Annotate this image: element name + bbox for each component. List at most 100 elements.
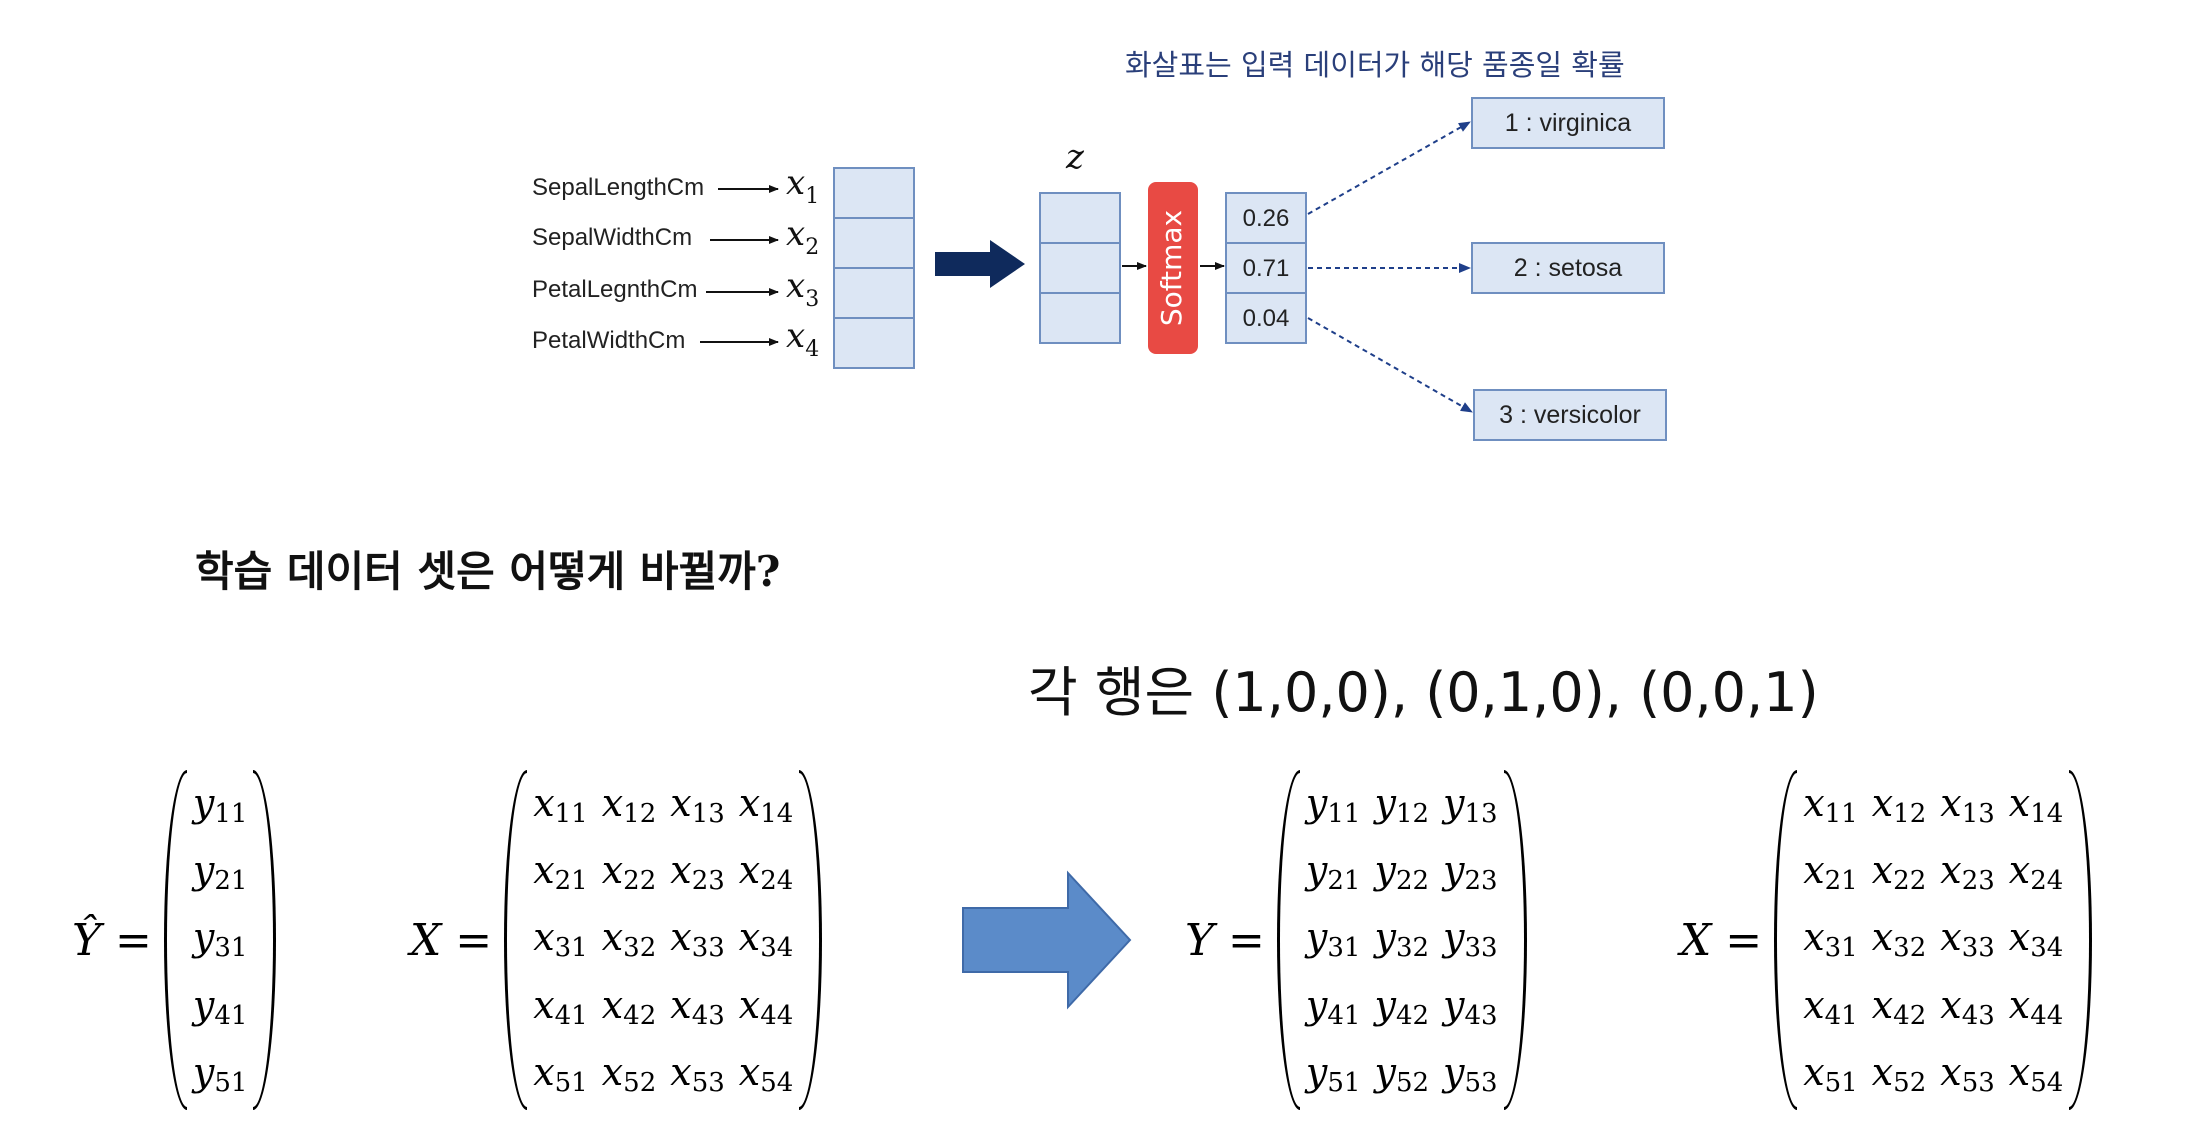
matrix-entry-symbol: x — [2008, 1049, 2031, 1094]
section-heading: 학습 데이터 셋은 어떻게 바뀔까? — [195, 547, 781, 596]
matrix-entry-symbol: y — [1305, 1049, 1328, 1094]
matrix-entry: x44 — [2009, 983, 2064, 1029]
matrix-entry: x34 — [739, 915, 794, 961]
class-link-virginica — [1307, 121, 1471, 215]
matrix-row: y31 — [193, 918, 248, 961]
matrix-entry: x52 — [1871, 1049, 1927, 1096]
input-vector-cell — [833, 217, 915, 269]
matrix-entry-subscript: 44 — [760, 1000, 794, 1031]
matrix-entry: x23 — [1940, 848, 1995, 894]
matrix-entry: x33 — [670, 915, 725, 961]
matrix-entry-symbol: x — [1940, 982, 1962, 1027]
matrix-entry: y52 — [1374, 1050, 1429, 1096]
matrix-entry-symbol: y — [192, 1049, 215, 1094]
class-label-virginica: 1 : virginica — [1505, 109, 1632, 137]
matrix-entry-symbol: x — [1940, 781, 1962, 826]
input-symbol-x4: x4 — [786, 316, 819, 362]
matrix-entry-subscript: 44 — [2030, 1000, 2064, 1031]
matrix-entry-subscript: 42 — [1893, 1000, 1927, 1031]
matrix-entry-subscript: 12 — [1893, 799, 1927, 830]
matrix-entry-symbol: x — [1871, 915, 1894, 960]
matrix-entry: x43 — [1940, 982, 1995, 1029]
matrix-entry-subscript: 31 — [214, 933, 248, 964]
yhat-label: Ŷ = — [72, 914, 152, 966]
matrix-entry-symbol: y — [1305, 781, 1328, 826]
matrix-entry: x54 — [2008, 1049, 2064, 1096]
matrix-entry: x34 — [2008, 915, 2064, 961]
matrix-entry-symbol: y — [1443, 982, 1465, 1027]
matrix-entry: y11 — [1305, 781, 1361, 827]
matrix-entry-subscript: 51 — [1327, 1067, 1361, 1098]
matrix-entry-symbol: x — [1871, 1049, 1894, 1094]
matrix-entry-subscript: 21 — [214, 866, 248, 897]
matrix-entry-subscript: 13 — [1961, 799, 1995, 830]
class-box-setosa — [1471, 242, 1665, 294]
matrix-entry: x11 — [1803, 781, 1858, 827]
matrix-entry: x32 — [1871, 915, 1927, 961]
matrix-entry-symbol: x — [1803, 1049, 1825, 1094]
matrix-entry: x23 — [670, 848, 725, 894]
matrix-entry-subscript: 32 — [1893, 933, 1927, 964]
matrix-entry-symbol: x — [670, 781, 692, 826]
matrix-entry-subscript: 34 — [760, 933, 794, 964]
matrix-entry-subscript: 33 — [691, 933, 725, 964]
matrix-entry-symbol: x — [533, 1049, 555, 1094]
matrix-entry: x53 — [670, 1049, 725, 1096]
matrix-entry-symbol: x — [1803, 848, 1825, 893]
matrix-entry-subscript: 24 — [760, 866, 794, 897]
feature-label-petal-length: PetalLegnthCm — [532, 276, 697, 303]
matrix-entry: x42 — [1872, 983, 1927, 1029]
matrix-entry: x31 — [533, 915, 588, 961]
matrix-entry-symbol: y — [1443, 848, 1465, 893]
matrix-entry: x22 — [602, 848, 657, 894]
matrix-entry: y21 — [193, 848, 248, 894]
matrix-entry-symbol: y — [1374, 848, 1396, 893]
matrix-entry-symbol: x — [1871, 848, 1894, 893]
matrix-entry: x21 — [1803, 848, 1858, 894]
matrix-entry-subscript: 53 — [1464, 1067, 1498, 1098]
matrix-entry-subscript: 41 — [214, 1000, 248, 1031]
matrix-entry-symbol: x — [670, 1049, 692, 1094]
matrix-entry-subscript: 33 — [1961, 933, 1995, 964]
matrix-entry: y21 — [1306, 848, 1361, 894]
matrix-entry-subscript: 12 — [623, 799, 657, 830]
probability-value: 0.26 — [1243, 205, 1290, 232]
matrix-entry-subscript: 43 — [1464, 1000, 1498, 1031]
matrix-entry: x22 — [1871, 848, 1927, 894]
matrix-entry-symbol: x — [601, 915, 624, 960]
matrix-entry: x44 — [739, 983, 794, 1029]
matrix-entry: x13 — [670, 781, 725, 827]
matrix-entry: x24 — [738, 848, 794, 894]
z-vector-cell — [1039, 192, 1121, 244]
matrix-entry: x51 — [533, 1049, 588, 1096]
matrix-entry-subscript: 14 — [760, 799, 794, 830]
matrix-entry-symbol: x — [738, 848, 761, 893]
matrix-entry-subscript: 11 — [554, 799, 588, 830]
feature-label-petal-width: PetalWidthCm — [532, 327, 685, 354]
matrix-entry-symbol: x — [601, 1049, 624, 1094]
x-label: X = — [410, 914, 493, 966]
matrix-entry-subscript: 51 — [554, 1067, 588, 1098]
matrix-entry-symbol: x — [738, 781, 761, 826]
matrix-entry: y13 — [1443, 781, 1498, 827]
matrix-entry: y23 — [1443, 848, 1498, 894]
matrix-entry-subscript: 54 — [760, 1067, 794, 1098]
matrix-entry: x12 — [1872, 781, 1927, 827]
z-vector-cell — [1039, 292, 1121, 344]
matrix-entry-subscript: 21 — [1327, 866, 1361, 897]
matrix-entry-subscript: 41 — [554, 1000, 588, 1031]
matrix-entry-subscript: 23 — [1464, 866, 1498, 897]
matrix-entry-symbol: x — [2008, 915, 2031, 960]
left-paren — [1774, 770, 1798, 1110]
